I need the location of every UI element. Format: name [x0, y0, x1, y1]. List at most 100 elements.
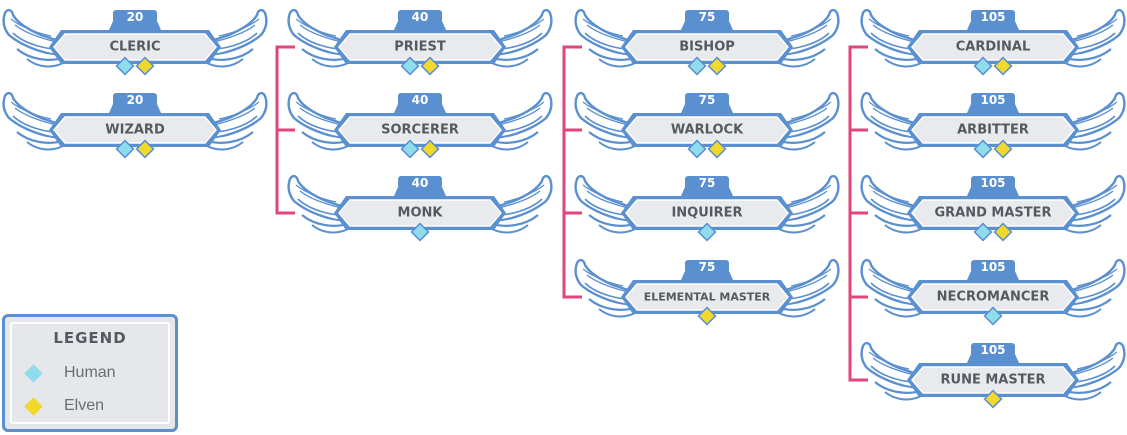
- level-badge: 40: [412, 176, 429, 190]
- level-badge: 105: [980, 343, 1005, 357]
- level-tab-top: [398, 176, 442, 189]
- human-diamond-icon: [400, 56, 420, 76]
- class-name: ARBITTER: [957, 123, 1029, 138]
- plate: [625, 283, 789, 311]
- plate: [53, 116, 217, 144]
- level-tab-top: [685, 10, 729, 23]
- class-name: PRIEST: [394, 40, 446, 55]
- level-tab-top: [398, 93, 442, 106]
- elven-diamond-icon: [24, 396, 43, 416]
- plate: [911, 116, 1075, 144]
- human-diamond-icon: [115, 139, 135, 159]
- class-name: GRAND MASTER: [934, 206, 1051, 221]
- level-tab: [394, 187, 446, 196]
- elven-diamond-icon: [993, 222, 1013, 242]
- level-tab: [394, 21, 446, 30]
- class-name: CLERIC: [109, 40, 160, 55]
- level-badge: 105: [980, 176, 1005, 190]
- level-badge: 105: [980, 93, 1005, 107]
- human-diamond-icon: [697, 222, 717, 242]
- level-tab: [394, 104, 446, 113]
- legend: LEGEND Human Elven: [2, 314, 178, 432]
- legend-item-human: Human: [24, 361, 116, 385]
- level-tab-top: [113, 93, 157, 106]
- elven-diamond-icon: [707, 56, 727, 76]
- elven-diamond-icon: [420, 139, 440, 159]
- legend-label-human: Human: [64, 364, 116, 381]
- connectors: [275, 45, 868, 382]
- connector-bracket: [562, 45, 582, 299]
- level-tab: [681, 271, 733, 280]
- level-tab: [967, 21, 1019, 30]
- legend-item-elven: Elven: [24, 394, 105, 418]
- class-name: MONK: [398, 206, 444, 221]
- legend-inner: [10, 322, 170, 424]
- elven-diamond-icon: [983, 389, 1003, 409]
- level-tab: [681, 104, 733, 113]
- plate: [338, 33, 502, 61]
- level-badge: 20: [127, 93, 144, 107]
- human-diamond-icon: [410, 222, 430, 242]
- human-diamond-icon: [115, 56, 135, 76]
- level-tab: [109, 104, 161, 113]
- plate: [911, 283, 1075, 311]
- elven-diamond-icon: [420, 56, 440, 76]
- plate: [338, 199, 502, 227]
- level-tab-top: [398, 10, 442, 23]
- plate: [53, 33, 217, 61]
- level-tab: [681, 187, 733, 196]
- level-tab: [967, 271, 1019, 280]
- level-badge: 20: [127, 10, 144, 24]
- level-tab: [967, 187, 1019, 196]
- plate: [625, 199, 789, 227]
- level-tab-top: [685, 93, 729, 106]
- class-name: CARDINAL: [956, 40, 1030, 55]
- elven-diamond-icon: [993, 56, 1013, 76]
- class-name: WIZARD: [105, 123, 165, 138]
- level-tab-top: [971, 176, 1015, 189]
- legend-label-elven: Elven: [64, 397, 105, 414]
- level-badge: 40: [412, 10, 429, 24]
- elven-diamond-icon: [993, 139, 1013, 159]
- level-badge: 75: [699, 93, 716, 107]
- level-badge: 75: [699, 176, 716, 190]
- class-name: NECROMANCER: [937, 290, 1050, 305]
- human-diamond-icon: [24, 363, 43, 383]
- class-name: INQUIRER: [671, 206, 742, 221]
- level-badge: 75: [699, 10, 716, 24]
- elven-diamond-icon: [135, 56, 155, 76]
- level-tab-top: [971, 260, 1015, 273]
- human-diamond-icon: [687, 56, 707, 76]
- level-tab-top: [971, 93, 1015, 106]
- human-diamond-icon: [400, 139, 420, 159]
- level-tab: [967, 104, 1019, 113]
- level-badge: 75: [699, 260, 716, 274]
- class-name: BISHOP: [679, 40, 735, 55]
- plate: [625, 33, 789, 61]
- plate: [911, 366, 1075, 394]
- level-badge: 105: [980, 260, 1005, 274]
- level-tab-top: [685, 260, 729, 273]
- level-tab-top: [113, 10, 157, 23]
- legend-title: LEGEND: [53, 329, 127, 347]
- level-tab-top: [971, 343, 1015, 356]
- level-tab: [681, 21, 733, 30]
- class-name: ELEMENTAL MASTER: [644, 291, 771, 304]
- human-diamond-icon: [973, 222, 993, 242]
- elven-diamond-icon: [707, 139, 727, 159]
- level-tab: [967, 354, 1019, 363]
- plate: [911, 33, 1075, 61]
- class-name: SORCERER: [381, 123, 459, 138]
